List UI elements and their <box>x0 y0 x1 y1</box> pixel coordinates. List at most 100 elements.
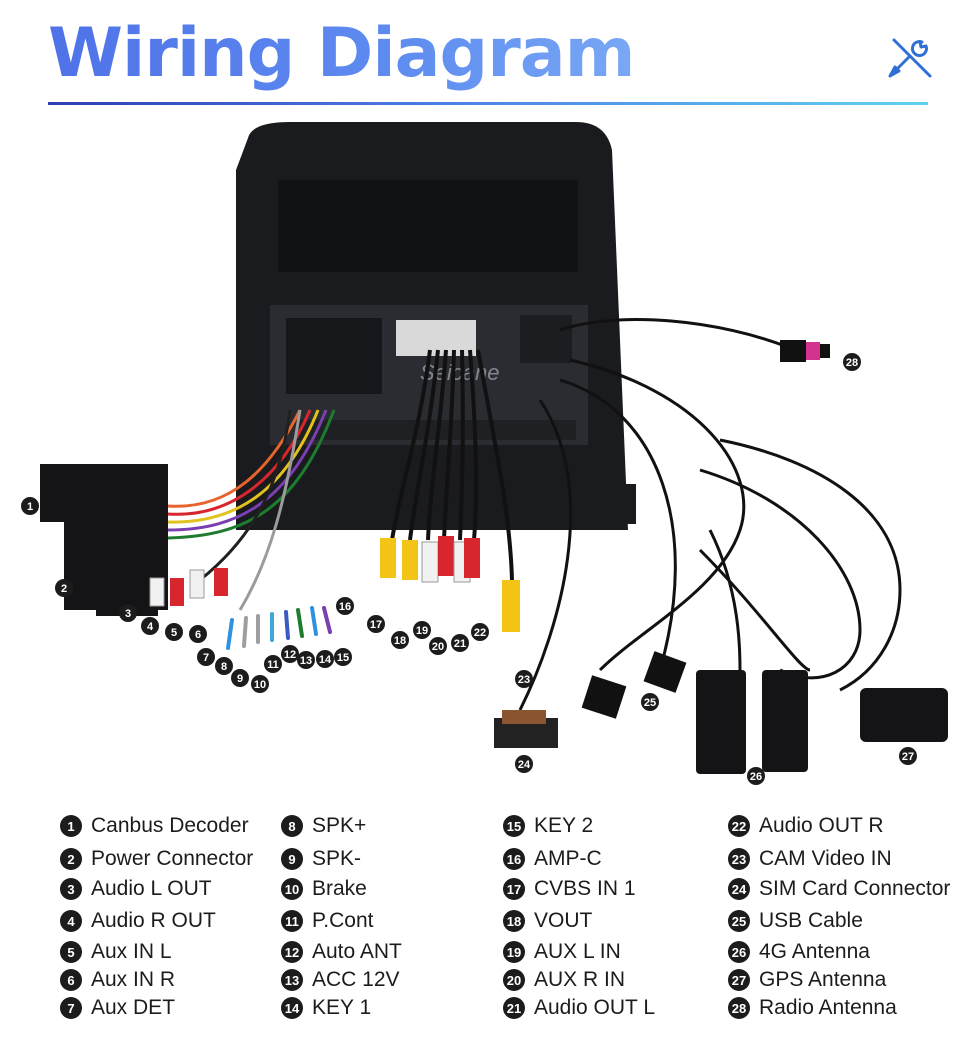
svg-text:20: 20 <box>432 641 444 653</box>
callout-18: 18 <box>391 631 409 649</box>
svg-text:26: 26 <box>750 771 762 783</box>
legend-item: 23 CAM Video IN <box>728 847 892 871</box>
legend-label: AUX R IN <box>534 968 626 991</box>
tools-icon <box>888 38 932 78</box>
legend-label: Aux IN L <box>91 940 172 963</box>
svg-text:9: 9 <box>237 673 243 685</box>
callout-24: 24 <box>515 755 533 773</box>
callout-12: 12 <box>281 645 299 663</box>
usb-cable <box>581 651 687 719</box>
svg-text:14: 14 <box>319 654 332 666</box>
legend-item: 16 AMP-C <box>503 847 602 871</box>
svg-text:28: 28 <box>846 357 858 369</box>
callout-4: 4 <box>141 617 159 635</box>
legend-label: AMP-C <box>534 847 602 870</box>
svg-text:7: 7 <box>203 652 209 664</box>
svg-text:21: 21 <box>454 638 466 650</box>
radio-antenna <box>780 340 830 362</box>
legend-label: Aux IN R <box>91 968 176 991</box>
legend-number: 25 <box>728 910 750 932</box>
rca-audio-cables <box>149 568 228 607</box>
legend-number: 18 <box>503 910 525 932</box>
callout-27: 27 <box>899 747 917 765</box>
legend-item: 25 USB Cable <box>728 909 863 933</box>
callout-23: 23 <box>515 670 533 688</box>
legend-label: Audio R OUT <box>91 909 216 932</box>
svg-text:10: 10 <box>254 679 266 691</box>
legend-label: VOUT <box>534 909 593 932</box>
svg-text:22: 22 <box>474 627 486 639</box>
callout-14: 14 <box>316 650 334 668</box>
legend-number: 14 <box>281 997 303 1019</box>
legend-number: 26 <box>728 941 750 963</box>
sim-card-connector <box>494 710 558 748</box>
svg-text:3: 3 <box>125 608 131 620</box>
svg-text:11: 11 <box>267 659 279 671</box>
svg-text:1: 1 <box>27 501 33 513</box>
legend-label: AUX L IN <box>534 940 621 963</box>
legend-label: Aux DET <box>91 996 176 1019</box>
legend-label: SPK+ <box>312 814 367 837</box>
legend-item: 8 SPK+ <box>281 814 366 838</box>
legend-number: 4 <box>60 910 82 932</box>
legend-number: 19 <box>503 941 525 963</box>
legend-label: USB Cable <box>759 909 863 932</box>
svg-text:18: 18 <box>394 635 406 647</box>
svg-text:15: 15 <box>337 652 349 664</box>
legend-number: 7 <box>60 997 82 1019</box>
callout-19: 19 <box>413 621 431 639</box>
legend-number: 2 <box>60 848 82 870</box>
legend-number: 11 <box>281 910 303 932</box>
legend-label: KEY 1 <box>312 996 372 1019</box>
legend-number: 27 <box>728 969 750 991</box>
legend-number: 28 <box>728 997 750 1019</box>
callout-11: 11 <box>264 655 282 673</box>
legend-number: 16 <box>503 848 525 870</box>
legend-label: KEY 2 <box>534 814 594 837</box>
callout-6: 6 <box>189 625 207 643</box>
svg-text:8: 8 <box>221 661 227 673</box>
callout-5: 5 <box>165 623 183 641</box>
seicane-watermark: Seicane <box>420 360 500 385</box>
legend-label: GPS Antenna <box>759 968 887 991</box>
legend-label: Auto ANT <box>312 940 402 963</box>
page-title: Wiring Diagram <box>48 14 636 93</box>
legend-number: 10 <box>281 878 303 900</box>
legend-number: 8 <box>281 815 303 837</box>
svg-text:19: 19 <box>416 625 428 637</box>
legend-number: 24 <box>728 878 750 900</box>
callout-3: 3 <box>119 604 137 622</box>
callout-9: 9 <box>231 669 249 687</box>
svg-text:6: 6 <box>195 629 201 641</box>
callout-16: 16 <box>336 597 354 615</box>
legend-number: 9 <box>281 848 303 870</box>
title-divider <box>48 102 928 105</box>
callout-13: 13 <box>297 651 315 669</box>
legend-label: CVBS IN 1 <box>534 877 636 900</box>
legend-label: Audio L OUT <box>91 877 212 900</box>
svg-text:2: 2 <box>61 583 67 595</box>
4g-antenna <box>696 670 808 774</box>
legend-label: Audio OUT L <box>534 996 656 1019</box>
legend-number: 13 <box>281 969 303 991</box>
svg-text:27: 27 <box>902 751 914 763</box>
legend-item: 21 Audio OUT L <box>503 996 655 1020</box>
callout-17: 17 <box>367 615 385 633</box>
svg-text:25: 25 <box>644 697 656 709</box>
legend-label: CAM Video IN <box>759 847 892 870</box>
legend-number: 1 <box>60 815 82 837</box>
legend-number: 21 <box>503 997 525 1019</box>
legend-item: 27 GPS Antenna <box>728 968 886 992</box>
callout-21: 21 <box>451 634 469 652</box>
legend-number: 23 <box>728 848 750 870</box>
